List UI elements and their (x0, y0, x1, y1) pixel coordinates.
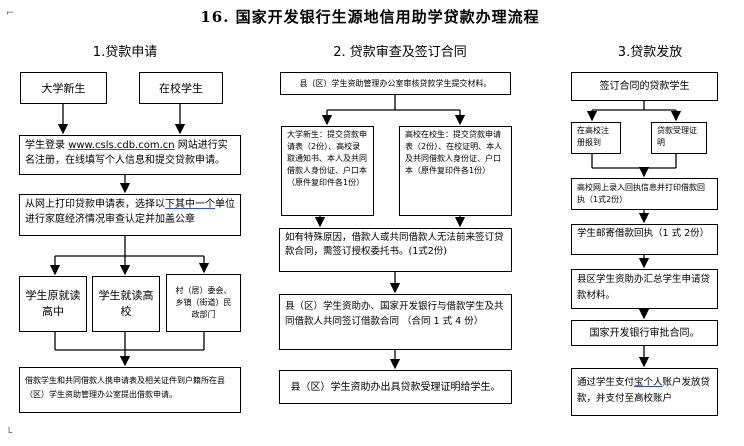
register-website-link: www.csls.cdb.com.cn (68, 140, 175, 151)
new-student-box: 大学新生 (20, 72, 107, 104)
disburse-text-c: 账户发放贷款，并支付至高校账户 (577, 377, 711, 404)
register-text-pre: 学生登录 (25, 140, 65, 151)
signed-student-box: 签订合同的贷款学生 (571, 72, 718, 101)
university-box: 学生就读高校 (92, 276, 160, 332)
high-school-box: 学生原就读高中 (19, 276, 87, 332)
print-form-text-a: 从网上打印贷款申请表，选择以 (25, 199, 165, 210)
column-title-review: 2. 贷款审查及签订合同 (333, 45, 467, 60)
disburse-text-b: 宝个人 (634, 377, 663, 388)
page-title: 16. 国家开发银行生源地信用助学贷款办理流程 (200, 8, 540, 26)
register-text-post: 网站进行实名注册，在线填写个人信息和提交贷款申请。 (25, 140, 228, 166)
authorization-box: 如有特殊原因，借款人或共同借款人无法前来签订贷款合同，需签订授权委托书。(1式2… (279, 228, 512, 272)
print-form-text-b: 下其中一个 (165, 199, 215, 210)
print-receipt-box: 高校网上录入回执信息并打印借款回执（1式2份） (571, 178, 718, 210)
school-registration-box: 在高校注册报到 (571, 122, 621, 154)
current-student-materials-box: 高校在校生：提交贷款申请表（2份）、在校证明、本人及共同借款人身份证、户口本（原… (399, 126, 512, 216)
print-form-box: 从网上打印贷款申请表，选择以下其中一个单位进行家庭经济情况审查认定并加盖公章 (19, 194, 241, 236)
print-form-text-c: 单位进行家庭经济情况审查认定并加盖公章 (25, 199, 235, 225)
county-review-box: 县（区）学生资助管理办公室审核贷款学生提交材料。 (280, 72, 511, 95)
acceptance-certificate-box: 县（区）学生资助办出具贷款受理证明给学生。 (279, 370, 512, 404)
mail-receipt-box: 学生邮寄借款回执（1 式 2份） (571, 224, 718, 255)
summary-materials-box: 县区学生资助办汇总学生申请贷款材料。 (571, 269, 718, 309)
acceptance-proof-box: 贷款受理证明 (651, 122, 707, 154)
new-student-materials-box: 大学新生：提交贷款申请表（2份）、高校录取通知书、本人及共同借款人身份证、户口本… (281, 126, 374, 216)
submit-application-box: 借款学生和共同借款人携申请表及相关证件到户籍所在县（区）学生资助管理办公室提出借… (19, 367, 241, 413)
sign-contract-box: 县（区）学生资助办、国家开发银行与借款学生及共同借款人共同签订借款合同 （合同 … (279, 294, 512, 350)
village-committee-box: 村（居）委会、乡镇（街道）民政部门 (166, 274, 241, 332)
corner-mark-top-left: ⌐ (6, 8, 15, 19)
disbursement-box: 通过学生支付宝个人账户发放贷款，并支付至高校账户 (571, 368, 718, 416)
corner-mark-bottom-left: └ (6, 428, 13, 439)
current-student-box: 在校学生 (139, 72, 223, 104)
column-title-application: 1.贷款申请 (92, 45, 158, 60)
online-register-box: 学生登录 www.csls.cdb.com.cn 网站进行实名注册，在线填写个人… (19, 135, 241, 175)
column-title-disbursement: 3.贷款发放 (617, 45, 683, 60)
bank-approval-box: 国家开发银行审批合同。 (571, 320, 718, 346)
disburse-text-a: 通过学生支付 (577, 377, 635, 388)
